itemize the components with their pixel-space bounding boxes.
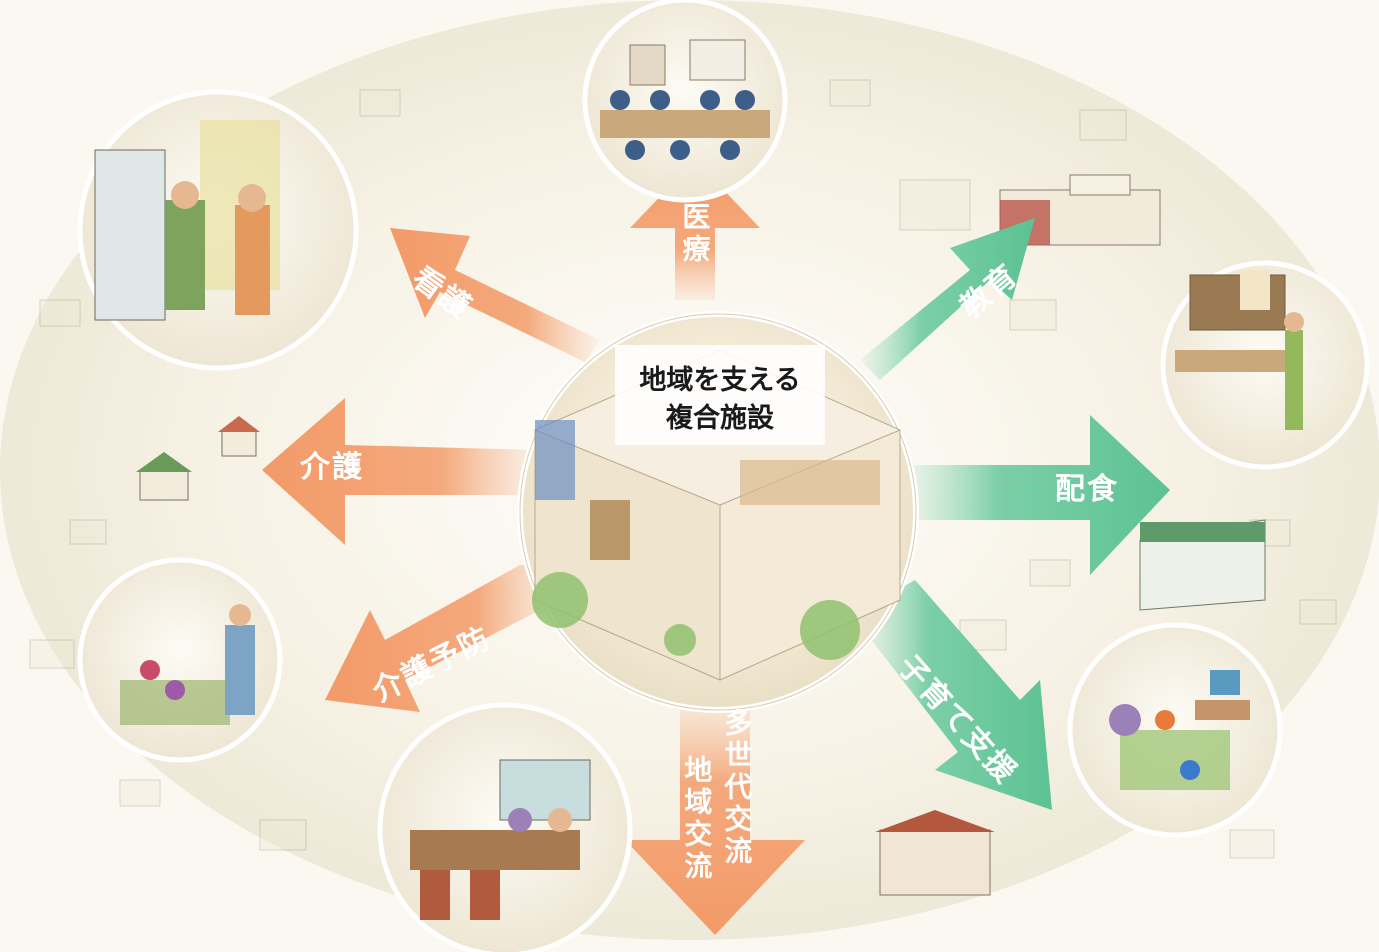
scene-care-prevention-circle [77, 557, 283, 763]
center-title-backdrop [615, 345, 825, 445]
arrow-nursing [390, 228, 600, 362]
center-title-line2: 複合施設 [666, 403, 774, 434]
arrow-meal-delivery [905, 415, 1170, 575]
arrow-care-prevention [325, 565, 560, 712]
label-medical: 医療 [678, 202, 712, 266]
scene-education-circle [1160, 260, 1370, 470]
label-exchange-multigenerational: 多世代交流 [720, 708, 754, 868]
center-title: 地域を支える 複合施設 [600, 362, 840, 438]
meal-center-building [1139, 519, 1266, 611]
center-title-line1: 地域を支える [639, 365, 801, 396]
scene-medical-circle [582, 0, 788, 203]
town-houses [29, 79, 1337, 859]
scene-community-circle [377, 702, 633, 952]
scene-nursing-circle [77, 89, 359, 371]
arrow-childcare [860, 580, 1052, 810]
clinic-building [875, 810, 995, 896]
arrow-education [860, 218, 1035, 380]
house-left [136, 416, 260, 501]
scene-childcare-circle [1067, 622, 1283, 838]
central-facility-illustration [517, 311, 919, 713]
arrow-exchange [625, 700, 805, 935]
label-care: 介護 [300, 450, 364, 485]
label-exchange-community: 地域交流 [680, 755, 714, 883]
arrow-care [262, 398, 540, 545]
label-meal-delivery: 配食 [1055, 472, 1119, 507]
